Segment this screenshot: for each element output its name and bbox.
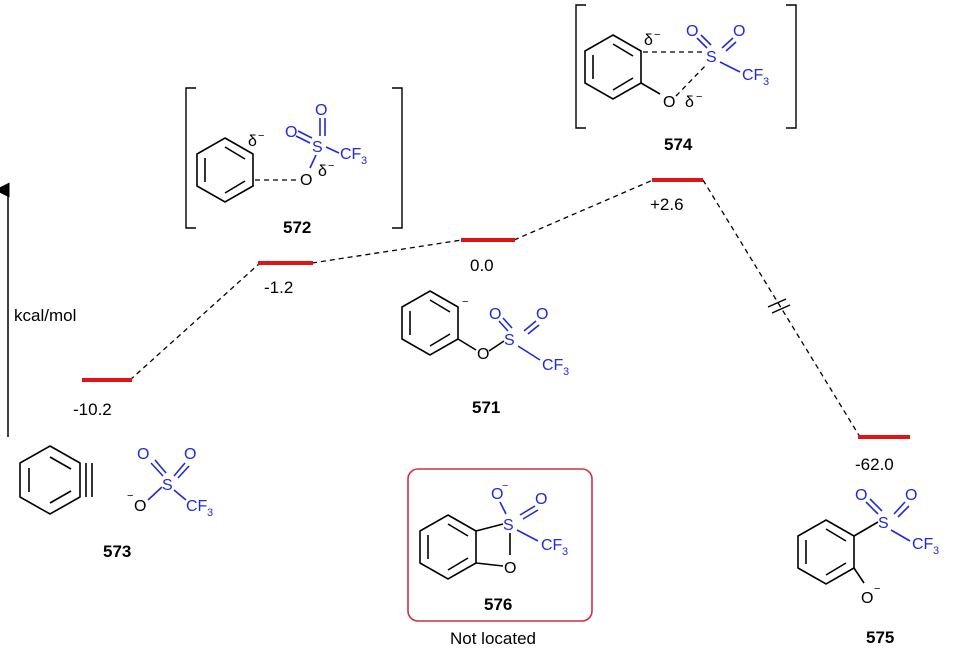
svg-text:O: O <box>489 306 501 323</box>
energy-label-574: +2.6 <box>650 195 684 214</box>
svg-text:CF: CF <box>186 498 208 515</box>
energy-label-573: -10.2 <box>73 400 112 419</box>
box-576 <box>407 468 593 622</box>
svg-text:O: O <box>861 590 873 607</box>
svg-text:CF: CF <box>541 537 563 554</box>
svg-text:O: O <box>315 102 327 119</box>
svg-text:−: − <box>502 480 508 492</box>
structure-571: − O S O O CF 3 571 <box>401 290 569 417</box>
svg-text:O: O <box>733 23 745 40</box>
energy-label-572: -1.2 <box>264 278 293 297</box>
svg-text:O: O <box>491 486 503 503</box>
break-mark-1 <box>767 298 787 308</box>
svg-text:O: O <box>285 124 297 141</box>
structure-575: O − S O O CF 3 575 <box>797 487 939 647</box>
svg-text:S: S <box>503 517 514 534</box>
svg-text:−: − <box>328 160 334 172</box>
svg-text:O: O <box>504 560 516 577</box>
svg-text:3: 3 <box>361 155 367 167</box>
svg-text:3: 3 <box>207 507 213 519</box>
svg-text:O: O <box>477 346 489 363</box>
svg-text:CF: CF <box>340 146 362 163</box>
svg-text:S: S <box>878 515 889 532</box>
svg-text:S: S <box>312 139 323 156</box>
compound-label-571: 571 <box>472 398 500 417</box>
not-located-note: Not located <box>450 629 536 648</box>
energy-label-575: -62.0 <box>855 455 894 474</box>
svg-text:S: S <box>162 477 173 494</box>
svg-text:−: − <box>654 29 660 41</box>
connector-572-571 <box>311 239 463 264</box>
compound-label-574: 574 <box>664 135 693 154</box>
svg-text:O: O <box>137 446 149 463</box>
svg-text:−: − <box>874 583 880 595</box>
svg-text:O: O <box>686 23 698 40</box>
compound-label-573: 573 <box>103 542 131 561</box>
svg-text:S: S <box>706 49 717 66</box>
svg-text:−: − <box>258 130 264 142</box>
svg-text:3: 3 <box>933 545 939 557</box>
compound-label-572: 572 <box>283 218 311 237</box>
svg-text:CF: CF <box>912 536 934 553</box>
svg-text:O: O <box>535 491 547 508</box>
connector-571-574 <box>513 179 654 241</box>
structure-572: δ − O δ − S O O CF 3 572 <box>185 87 403 237</box>
svg-text:CF: CF <box>542 357 564 374</box>
energy-label-571: 0.0 <box>470 256 494 275</box>
svg-text:O: O <box>184 446 196 463</box>
svg-text:O: O <box>855 487 867 504</box>
svg-text:δ: δ <box>318 163 327 180</box>
axis-label: kcal/mol <box>14 306 76 325</box>
svg-text:O: O <box>905 487 917 504</box>
svg-text:3: 3 <box>563 366 569 378</box>
svg-text:O: O <box>536 306 548 323</box>
svg-text:δ: δ <box>248 133 257 150</box>
connector-573-572 <box>129 262 261 381</box>
break-mark-2 <box>771 304 791 314</box>
svg-text:CF: CF <box>742 67 764 84</box>
svg-text:3: 3 <box>562 546 568 558</box>
compound-label-576: 576 <box>484 595 512 614</box>
svg-text:O: O <box>663 94 675 111</box>
svg-text:−: − <box>696 91 702 103</box>
compound-label-575: 575 <box>866 628 894 647</box>
svg-text:δ: δ <box>685 94 694 111</box>
svg-text:−: − <box>127 490 133 502</box>
svg-text:δ: δ <box>644 32 653 49</box>
svg-text:S: S <box>504 332 515 349</box>
svg-text:−: − <box>462 296 468 308</box>
structure-576: S O O − O CF 3 576 <box>407 468 593 622</box>
structure-573: O − S O O CF 3 573 <box>19 445 213 561</box>
svg-text:O: O <box>134 498 146 515</box>
svg-text:3: 3 <box>763 76 769 88</box>
structure-574: δ − O δ − S O O CF 3 574 <box>575 4 797 154</box>
svg-text:O: O <box>300 172 312 189</box>
